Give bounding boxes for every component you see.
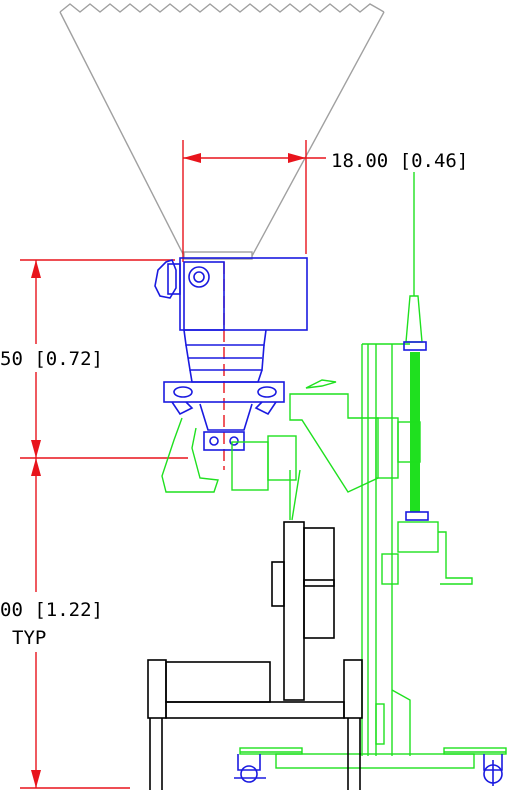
width-dimension-label: 18.00 [0.46] — [331, 150, 468, 172]
width-arrow-left — [183, 153, 201, 163]
lower-clamp-left — [171, 401, 194, 416]
cart-left-post — [147, 659, 167, 719]
gearbox — [397, 521, 439, 553]
flange-clamp-left — [173, 386, 193, 398]
lower-box — [381, 553, 399, 585]
funnel-upper — [183, 329, 267, 346]
valve-bolt-right — [229, 436, 239, 446]
drum-station — [147, 521, 363, 790]
base-plate-right — [443, 747, 507, 755]
screw-thread — [410, 352, 420, 512]
motor-housing-inner — [183, 261, 225, 331]
side-clamp-box — [167, 263, 181, 295]
drum-plate — [303, 527, 335, 639]
width-arrow-right — [288, 153, 306, 163]
drum-body — [165, 661, 271, 703]
base-plate-left — [239, 747, 303, 755]
screw-nut-bottom — [405, 511, 429, 521]
flange-plate — [163, 381, 285, 403]
bracket-left — [161, 417, 219, 493]
motor-port-outer — [188, 266, 210, 288]
cart-crossbar — [165, 701, 345, 719]
casters — [234, 754, 503, 786]
dimension-lines — [20, 140, 326, 789]
hopper-zigzag-top — [59, 3, 385, 13]
slot — [375, 703, 385, 745]
screw-nut-top — [403, 341, 427, 351]
lever — [305, 379, 337, 389]
drum-shaft — [303, 579, 335, 587]
lower-arrow-top — [31, 458, 41, 476]
upper-arrow-top — [31, 260, 41, 278]
hopper-spout — [183, 251, 253, 260]
caster-left-wheel — [240, 765, 258, 783]
drum-upright — [283, 521, 305, 701]
base-rail — [275, 753, 475, 769]
upper-arrow-bottom — [31, 440, 41, 458]
bulk-bag-hopper — [59, 3, 385, 260]
motor-housing — [179, 257, 308, 331]
funnel-lower — [189, 369, 263, 383]
valve-bolt-left — [209, 436, 219, 446]
side-clamp — [154, 259, 177, 299]
lower-height-dimension-label: 00 [1.22] — [0, 599, 103, 621]
lower-height-note: TYP — [12, 627, 46, 649]
lower-arrow-bottom — [31, 770, 41, 788]
rear-brace — [391, 689, 411, 756]
carriage-plate — [375, 417, 399, 479]
upper-height-dimension-label: 50 [0.72] — [0, 348, 103, 370]
actuator-plate — [267, 435, 297, 481]
cart-right-post — [343, 659, 363, 719]
hopper-left-side — [59, 11, 185, 257]
drum-hub — [271, 561, 285, 607]
valve-cone — [199, 403, 253, 431]
caster-left-fork — [237, 754, 261, 771]
crank-handle — [438, 531, 473, 585]
bag-discharger-unit — [154, 257, 308, 451]
carriage-block — [397, 421, 421, 463]
screw-sleeve — [405, 295, 423, 343]
motor-port-inner — [193, 271, 205, 283]
hopper-right-side — [251, 11, 385, 257]
flange-clamp-right — [257, 386, 277, 398]
carriage-arm — [289, 393, 379, 493]
valve-box — [203, 431, 245, 451]
bracket-diag — [291, 469, 301, 521]
lower-clamp-right — [254, 401, 277, 416]
